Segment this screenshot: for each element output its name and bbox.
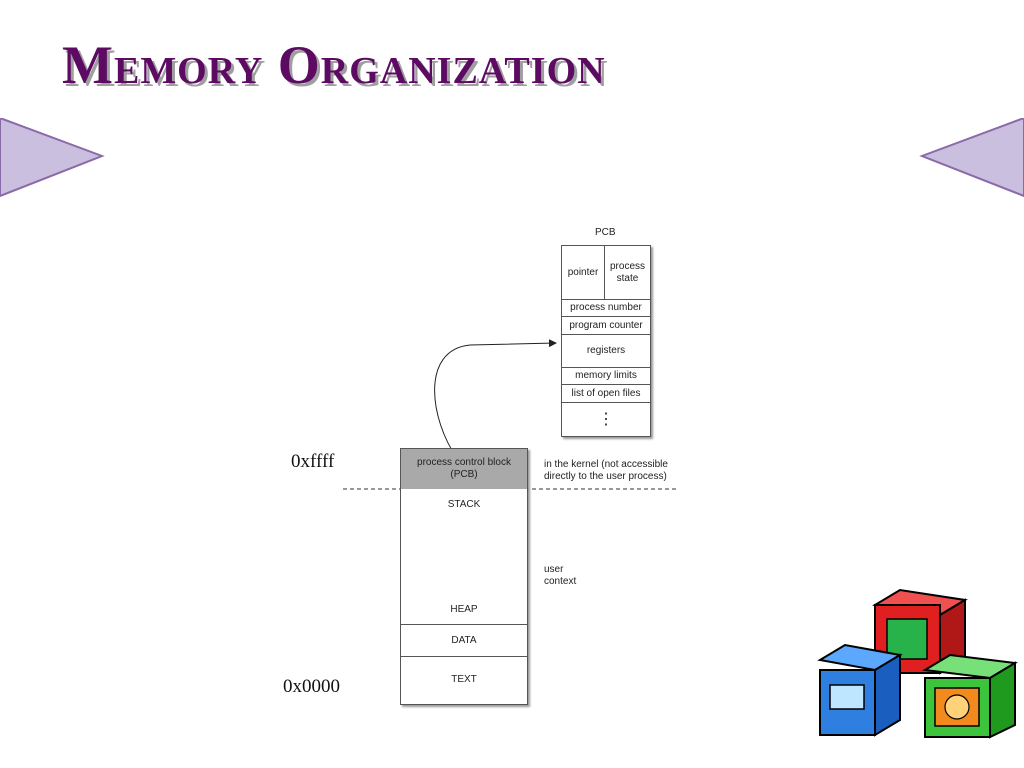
kernel-note-line2: directly to the user process) xyxy=(544,471,667,482)
pcb-title: PCB xyxy=(595,227,616,238)
pcb-segment-line2: (PCB) xyxy=(450,469,478,480)
memory-layout: process control block (PCB) STACK HEAP D… xyxy=(400,448,528,705)
slide-title: Memory Organization xyxy=(62,38,606,92)
pcb-detail: pointer process state process number pro… xyxy=(561,245,651,437)
pcb-process-state-line1: process xyxy=(609,260,645,272)
text-segment: TEXT xyxy=(451,674,477,685)
slide-title-text: Memory Organization xyxy=(62,35,606,95)
pcb-field: registers xyxy=(562,335,650,368)
pcb-field: memory limits xyxy=(562,368,650,385)
data-segment: DATA xyxy=(401,625,527,657)
heap-segment: HEAP xyxy=(401,595,527,625)
pcb-pointer: pointer xyxy=(562,246,605,300)
pcb-ellipsis: ⋮ xyxy=(598,411,614,428)
user-context-line2: context xyxy=(544,576,577,587)
pcb-segment-line1: process control block xyxy=(417,457,511,468)
user-context-note: user context xyxy=(544,564,576,588)
pcb-pointer-arrow xyxy=(434,339,557,459)
pcb-process-state: process state xyxy=(605,246,650,300)
user-context-line1: user xyxy=(544,564,564,575)
low-address-label: 0x0000 xyxy=(283,676,340,697)
pcb-field: list of open files xyxy=(562,385,650,403)
computer-blocks-icon xyxy=(817,588,1019,739)
stack-segment: STACK xyxy=(447,499,481,510)
pcb-field: process number xyxy=(562,300,650,317)
left-triangle-icon xyxy=(0,118,105,198)
kernel-note-line1: in the kernel (not accessible xyxy=(544,459,668,470)
pcb-field: program counter xyxy=(562,317,650,335)
pcb-segment: process control block (PCB) xyxy=(401,449,527,489)
kernel-note: in the kernel (not accessible directly t… xyxy=(544,459,668,483)
high-address-label: 0xffff xyxy=(291,451,335,472)
right-triangle-icon xyxy=(919,118,1024,198)
pcb-process-state-line2: state xyxy=(616,272,639,284)
